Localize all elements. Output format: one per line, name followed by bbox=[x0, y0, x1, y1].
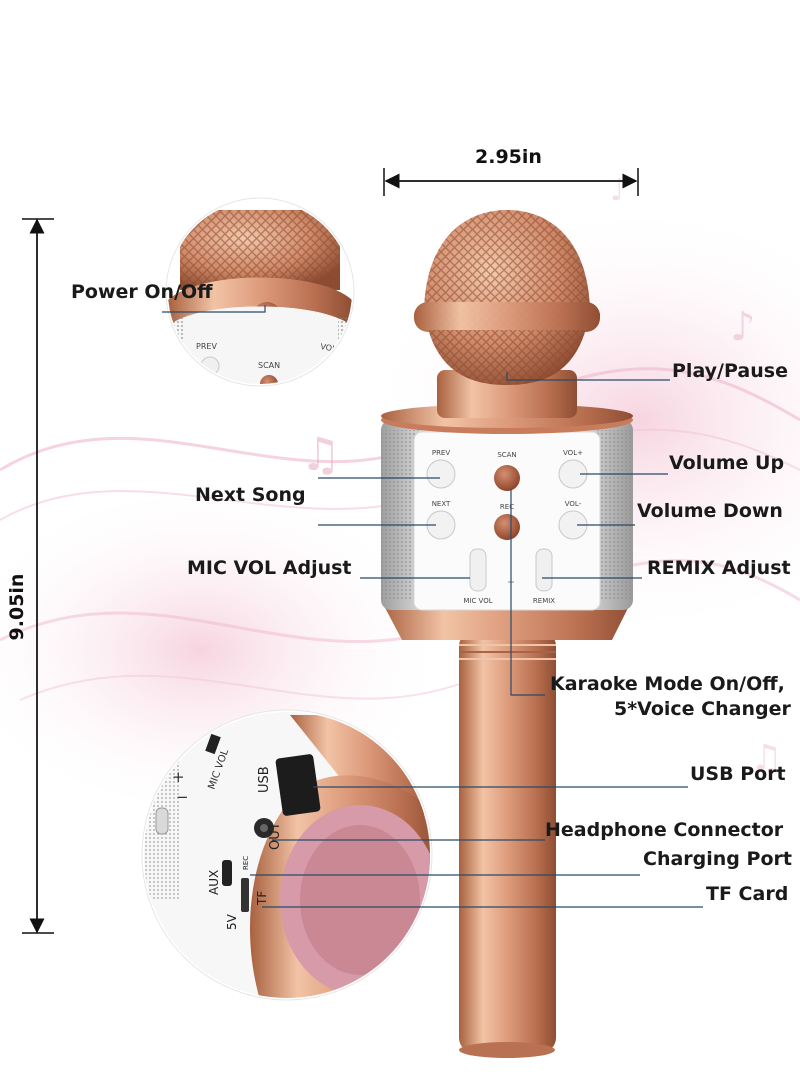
label-volume-down: Volume Down bbox=[637, 500, 783, 522]
music-note-icon: ♫ bbox=[300, 427, 341, 481]
microphone-handle bbox=[459, 632, 556, 1052]
svg-text:USB: USB bbox=[257, 766, 272, 793]
svg-text:TF: TF bbox=[255, 891, 269, 906]
svg-text:REC: REC bbox=[242, 856, 250, 870]
svg-text:REC: REC bbox=[500, 503, 514, 511]
label-next-song: Next Song bbox=[195, 484, 306, 506]
width-label: 2.95in bbox=[475, 146, 542, 168]
mic-vol-slider-graphic bbox=[469, 548, 487, 592]
height-label: 9.05in bbox=[6, 573, 28, 641]
svg-text:PREV: PREV bbox=[432, 449, 451, 457]
rec-button-graphic bbox=[494, 514, 520, 540]
label-karaoke-line1: Karaoke Mode On/Off, bbox=[550, 673, 785, 695]
prev-button-graphic bbox=[426, 459, 456, 489]
svg-text:AUX: AUX bbox=[207, 870, 221, 895]
svg-text:REMIX: REMIX bbox=[533, 597, 555, 605]
callout-lines bbox=[162, 305, 703, 908]
height-dimension bbox=[22, 218, 54, 934]
svg-text:SCAN: SCAN bbox=[258, 361, 280, 370]
svg-text:OUT: OUT bbox=[268, 822, 283, 850]
label-tf: TF Card bbox=[706, 883, 789, 905]
svg-text:VOL-: VOL- bbox=[565, 500, 582, 508]
microphone: PREV SCAN VOL+ NEXT REC VOL- MIC VOL REM… bbox=[381, 210, 633, 1058]
label-karaoke-line2: 5*Voice Changer bbox=[614, 698, 791, 720]
svg-text:VOL+: VOL+ bbox=[563, 449, 583, 457]
svg-text:PREV: PREV bbox=[196, 342, 217, 351]
svg-text:♪: ♪ bbox=[610, 173, 629, 208]
svg-text:+: + bbox=[172, 768, 185, 786]
label-usb: USB Port bbox=[690, 763, 786, 785]
label-volume-up: Volume Up bbox=[669, 452, 785, 474]
remix-slider-graphic bbox=[535, 548, 553, 592]
scan-button-graphic bbox=[494, 465, 520, 491]
svg-text:♫: ♫ bbox=[750, 738, 782, 779]
label-mic-vol: MIC VOL Adjust bbox=[187, 557, 352, 579]
label-power: Power On/Off bbox=[71, 281, 213, 303]
svg-text:−: − bbox=[176, 788, 189, 806]
svg-text:MIC VOL: MIC VOL bbox=[463, 597, 492, 605]
width-dimension bbox=[383, 168, 639, 196]
label-charging: Charging Port bbox=[643, 848, 792, 870]
label-headphone: Headphone Connector bbox=[545, 819, 784, 841]
svg-text:NEXT: NEXT bbox=[432, 500, 451, 508]
label-play-pause: Play/Pause bbox=[672, 360, 788, 382]
label-remix: REMIX Adjust bbox=[647, 557, 791, 579]
power-inset: PREV SCAN VOL+ bbox=[165, 197, 355, 387]
svg-text:SCAN: SCAN bbox=[497, 451, 516, 459]
svg-text:5V: 5V bbox=[225, 913, 239, 930]
svg-text:♪: ♪ bbox=[730, 304, 756, 350]
